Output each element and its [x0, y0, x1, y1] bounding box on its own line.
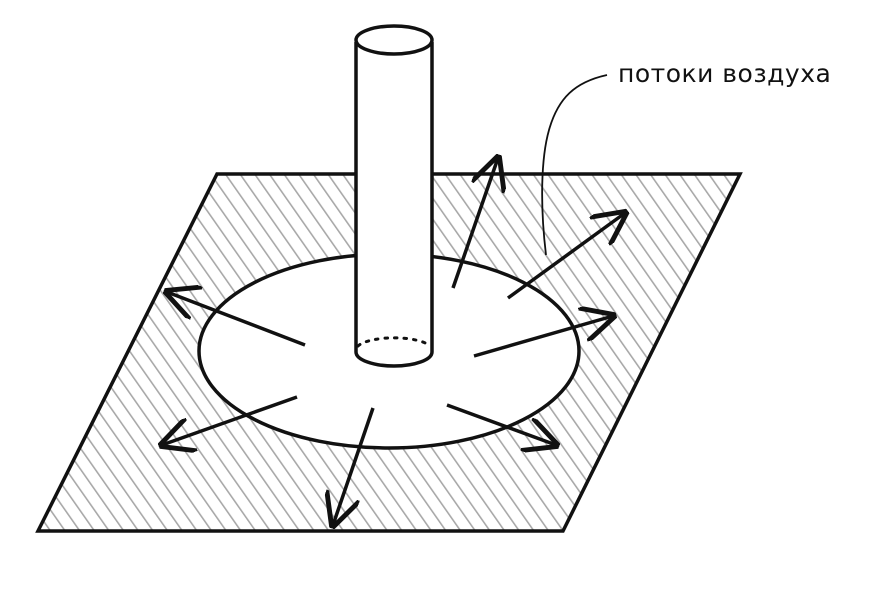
arrow-upper-left	[167, 292, 306, 347]
arrow-lower-left	[162, 395, 298, 445]
arrow-up	[451, 158, 498, 289]
cylinder-top	[354, 24, 434, 56]
cylinder-bottom-front	[354, 351, 434, 368]
cylinder-body	[356, 42, 432, 352]
air-flow-arrows	[162, 158, 625, 525]
arrow-upper-right	[506, 213, 625, 300]
arrow-down	[333, 407, 375, 525]
arrow-right	[473, 316, 613, 358]
cylinder-bottom-back-dotted	[356, 336, 432, 348]
air-flows-label: потоки воздуха	[618, 59, 831, 88]
label-leader-line	[541, 74, 608, 256]
arrow-lower-right	[446, 403, 556, 445]
